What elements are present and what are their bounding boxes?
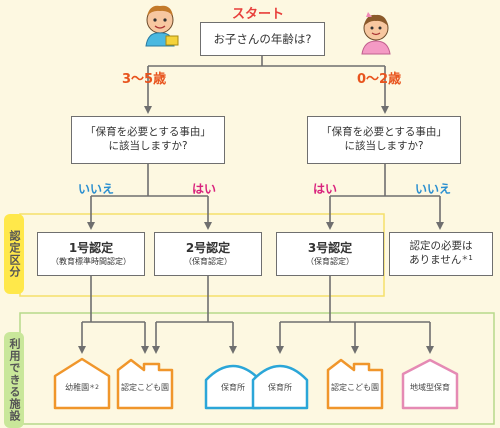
reason-question-box-right: 「保育を必要とする事由」 に該当しますか? — [307, 116, 461, 164]
nintei-kodomoen-icon — [116, 358, 174, 410]
facility-kindergarten-note: ＊2 — [89, 384, 99, 391]
zone-certification-tag: 認定区分 — [4, 214, 24, 294]
kindergarten-icon — [53, 357, 111, 410]
certification-box-1: 1号認定 （教育標準時間認定） — [37, 232, 145, 276]
community-childcare-icon — [401, 358, 459, 410]
age-0-2-label: 0～2歳 — [357, 72, 402, 87]
age-question-text: お子さんの年齢は? — [213, 31, 312, 46]
nintei-kodomoen-icon — [326, 358, 384, 410]
reason-question-left-line2: に該当しますか? — [108, 140, 188, 152]
answer-no-left: いいえ — [78, 182, 115, 196]
age-3-5-label: 3～5歳 — [122, 72, 167, 87]
certification-1-sub: （教育標準時間認定） — [51, 256, 131, 266]
certification-3-title: 3号認定 — [307, 241, 353, 255]
zone-facilities-tag: 利用できる施設 — [4, 332, 24, 428]
not-required-note: ＊1 — [461, 254, 473, 262]
facility-nintei-kodomoen-2-label: 認定こども園 — [331, 383, 379, 392]
certification-1-title: 1号認定 — [68, 241, 114, 255]
facility-kindergarten-label: 幼稚園 — [65, 383, 90, 392]
child-boy-illustration — [145, 5, 179, 47]
certification-box-2: 2号認定 （保育認定） — [154, 232, 262, 276]
facility-nintei-kodomoen-1-label: 認定こども園 — [121, 383, 169, 392]
answer-yes-left: はい — [192, 182, 217, 196]
not-required-box: 認定の必要は ありません＊1 — [389, 232, 493, 276]
facility-nursery-2-label: 保育所 — [268, 383, 292, 392]
age-question-box: お子さんの年齢は? — [200, 22, 325, 56]
not-required-line2: ありません — [409, 254, 462, 266]
facility-kindergarten: 幼稚園＊2 — [52, 356, 112, 410]
facility-nintei-kodomoen-2: 認定こども園 — [325, 356, 385, 410]
facility-community-childcare-label: 地域型保育 — [410, 383, 450, 392]
facility-nintei-kodomoen-1: 認定こども園 — [115, 356, 175, 410]
reason-question-left-line1: 「保育を必要とする事由」 — [85, 126, 211, 139]
certification-box-3: 3号認定 （保育認定） — [276, 232, 384, 276]
facility-nursery-2: 保育所 — [250, 356, 310, 410]
nursery-icon — [251, 364, 309, 410]
reason-question-right-line1: 「保育を必要とする事由」 — [321, 126, 447, 139]
not-required-line1: 認定の必要は — [409, 240, 473, 253]
answer-no-right: いいえ — [415, 182, 452, 196]
facility-community-childcare: 地域型保育 — [400, 356, 460, 410]
reason-question-box-left: 「保育を必要とする事由」 に該当しますか? — [71, 116, 225, 164]
certification-2-sub: （保育認定） — [184, 256, 232, 266]
facility-nursery-1-label: 保育所 — [221, 383, 245, 392]
reason-question-right-line2: に該当しますか? — [344, 140, 424, 152]
certification-2-title: 2号認定 — [185, 241, 231, 255]
start-label: スタート — [232, 7, 285, 22]
answer-yes-right: はい — [313, 182, 338, 196]
child-girl-illustration — [361, 12, 391, 55]
certification-3-sub: （保育認定） — [306, 256, 354, 266]
